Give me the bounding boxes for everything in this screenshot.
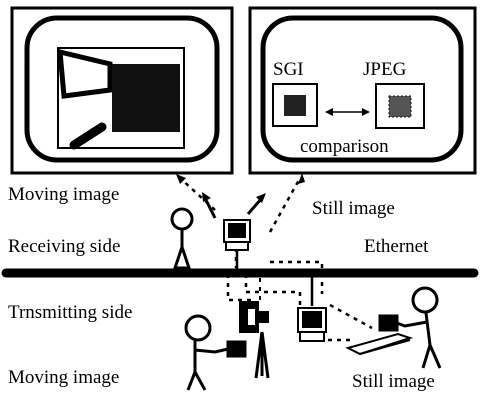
still-image-bottom-label: Still image [352, 371, 435, 392]
jpeg-thumbnail [375, 83, 425, 129]
right-monitor: SGI JPEG comparison [248, 6, 477, 175]
scanner-operator-icon [378, 286, 442, 369]
arrowheads [176, 173, 305, 184]
receiving-side-label: Receiving side [8, 236, 120, 257]
comparison-arrow-icon [325, 108, 370, 116]
image-scanner-icon [345, 332, 414, 356]
left-monitor [10, 6, 234, 175]
ethernet-label: Ethernet [364, 236, 429, 257]
camera-operator-icon [184, 314, 247, 391]
receiving-sight-arrows [203, 197, 264, 219]
moving-image-picture [57, 47, 185, 150]
comparison-label: comparison [300, 136, 389, 157]
transmitting-side-label: Trnsmitting side [8, 302, 132, 323]
receiving-arrowheads [202, 192, 266, 203]
jpeg-label: JPEG [363, 59, 407, 80]
sgi-label: SGI [273, 59, 304, 80]
transmitting-workstation-icon [297, 277, 327, 342]
still-image-top-label: Still image [312, 198, 395, 219]
moving-image-bottom-label: Moving image [8, 367, 119, 388]
moving-image-top-label: Moving image [8, 184, 119, 205]
receiving-person-icon [170, 207, 194, 270]
sgi-thumbnail [272, 83, 318, 127]
video-camera-icon [239, 301, 270, 379]
receiving-workstation-icon [223, 219, 251, 270]
